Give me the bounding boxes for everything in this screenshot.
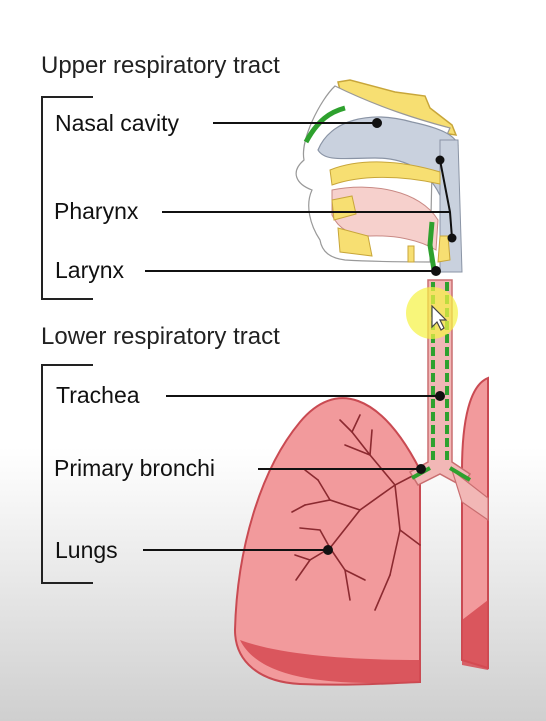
bronchial-tree bbox=[291, 414, 421, 611]
leader-dot-lungs bbox=[323, 545, 333, 555]
leader-dot-primary-bronchi bbox=[416, 464, 426, 474]
label-trachea: Trachea bbox=[56, 382, 140, 408]
pharynx-mucosa bbox=[427, 221, 437, 271]
leader-lines bbox=[143, 118, 457, 555]
leader-dot-trachea bbox=[435, 391, 445, 401]
lower-tract-heading: Lower respiratory tract bbox=[41, 323, 280, 350]
leader-dot-pharynx-bottom bbox=[447, 233, 457, 243]
larynx-cartilage bbox=[407, 235, 451, 263]
nasal-mucosa bbox=[303, 105, 346, 144]
head-illustration bbox=[295, 79, 463, 273]
right-lung-shape bbox=[233, 397, 421, 686]
upper-tract-heading: Upper respiratory tract bbox=[41, 52, 280, 79]
label-primary-bronchi: Primary bronchi bbox=[54, 455, 216, 481]
leader-dot-pharynx-top bbox=[435, 155, 445, 165]
leader-dot-nasal-cavity bbox=[372, 118, 382, 128]
upper-tract-bracket bbox=[41, 96, 93, 300]
left-bronchus-tube bbox=[450, 468, 489, 522]
lower-tract-bracket bbox=[41, 364, 93, 584]
label-larynx: Larynx bbox=[55, 257, 125, 283]
right-lung-lower-shade bbox=[240, 640, 420, 684]
label-lungs: Lungs bbox=[55, 537, 118, 563]
leader-dot-larynx bbox=[431, 266, 441, 276]
palate bbox=[329, 161, 441, 186]
left-lung-shape bbox=[461, 376, 489, 670]
label-nasal-cavity: Nasal cavity bbox=[55, 110, 179, 136]
mouse-cursor-icon bbox=[431, 304, 448, 331]
pharynx-bracket-line bbox=[439, 159, 453, 239]
left-lung-lower-shade bbox=[462, 600, 488, 670]
label-pharynx: Pharynx bbox=[54, 198, 139, 224]
